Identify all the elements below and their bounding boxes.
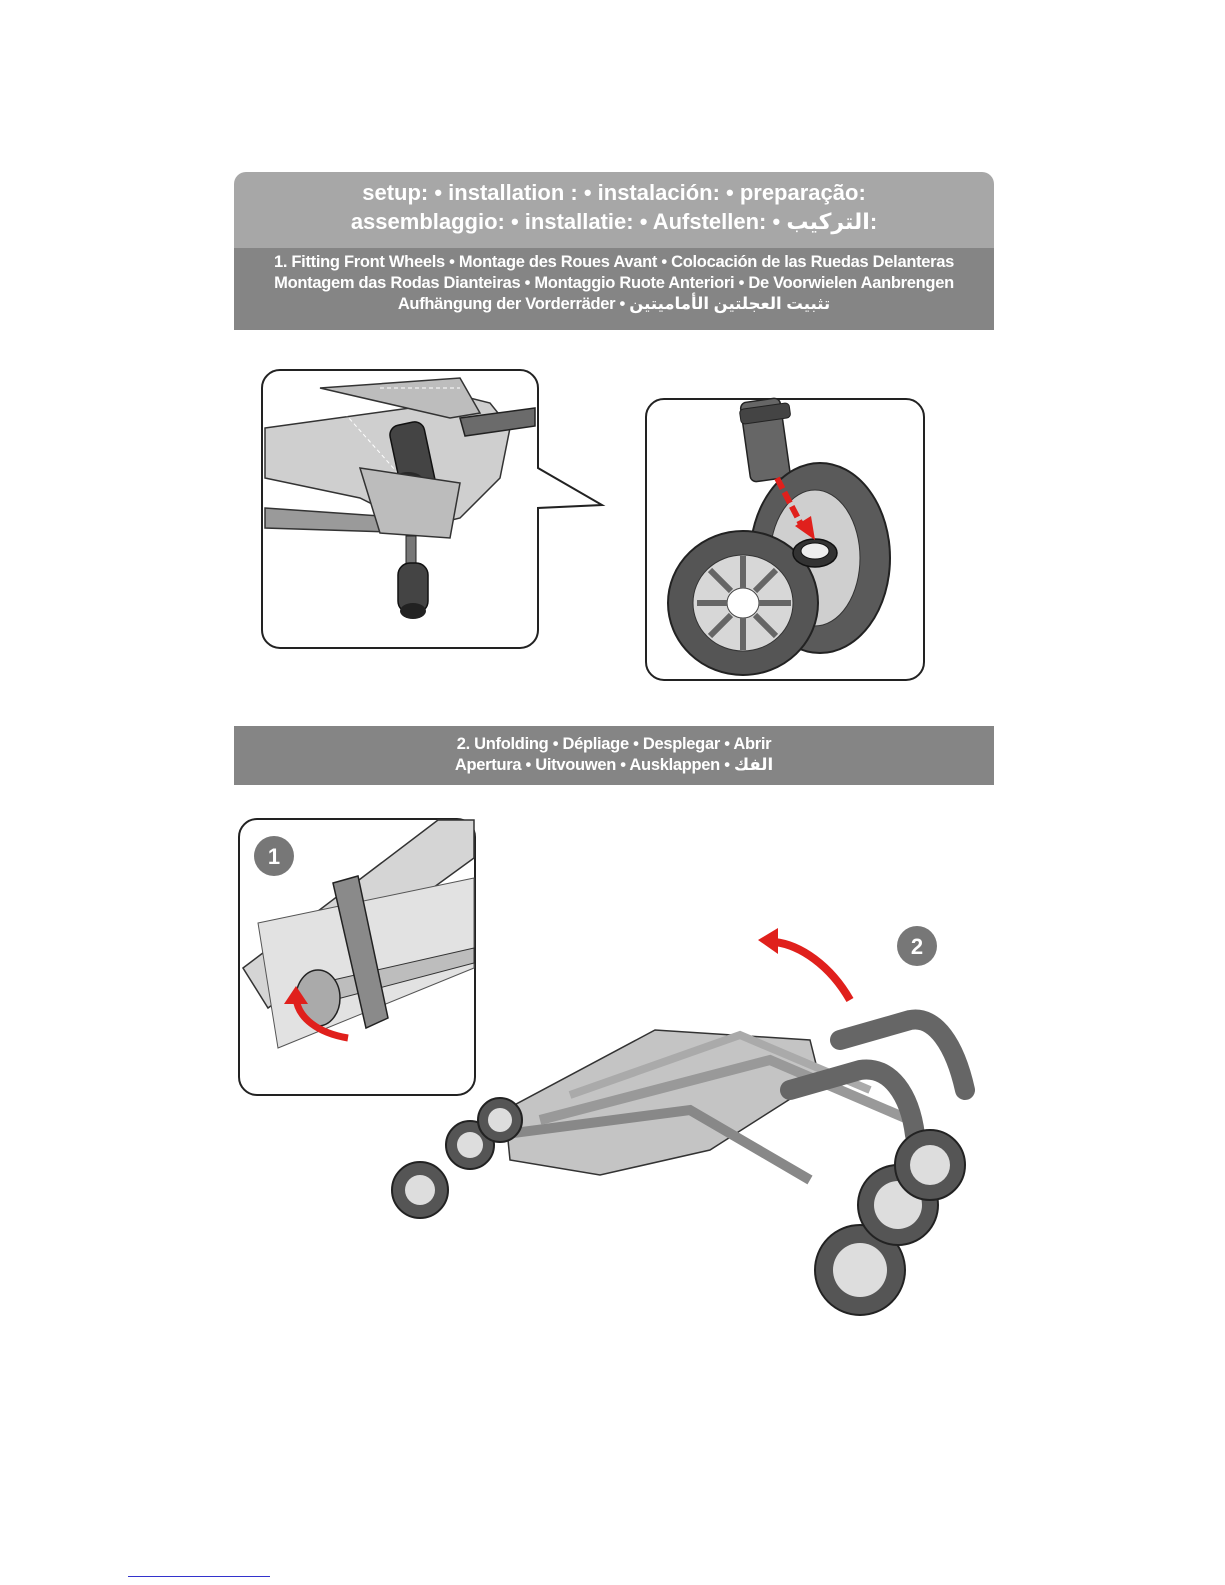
stroller-handles — [790, 1019, 965, 1135]
step1-title-line-3: Aufhängung der Vorderräder • تثبيت العجل… — [234, 294, 994, 315]
step-marker-1: 1 — [254, 836, 294, 876]
step1-header: 1. Fitting Front Wheels • Montage des Ro… — [234, 248, 994, 330]
step-marker-2: 2 — [897, 926, 937, 966]
footer-rule — [128, 1576, 270, 1577]
wheel-hub-socket — [793, 539, 837, 567]
step2-title-line-2: Apertura • Uitvouwen • Ausklappen • الفك — [234, 755, 994, 776]
step1-title-line-2: Montagem das Rodas Dianteiras • Montaggi… — [234, 273, 994, 294]
stroller-front-wheels — [392, 1098, 522, 1218]
front-leg-closeup-illustration — [260, 368, 605, 658]
unfolding-stroller-illustration: 2 — [390, 920, 980, 1340]
step-marker-2-label: 2 — [911, 934, 923, 959]
stroller-rear-wheels — [815, 1130, 965, 1315]
step1-title-line-1: 1. Fitting Front Wheels • Montage des Ro… — [234, 252, 994, 273]
step2-title-line-1: 2. Unfolding • Dépliage • Desplegar • Ab… — [234, 734, 994, 755]
setup-header: setup: • installation : • instalación: •… — [234, 172, 994, 248]
front-wheel-insert-illustration — [645, 398, 925, 683]
step-marker-1-label: 1 — [268, 844, 280, 869]
setup-title-line-2: assemblaggio: • installatie: • Aufstelle… — [234, 207, 994, 236]
lift-arrow-icon — [758, 928, 850, 1000]
setup-title-line-1: setup: • installation : • instalación: •… — [234, 178, 994, 207]
step2-header: 2. Unfolding • Dépliage • Desplegar • Ab… — [234, 726, 994, 785]
